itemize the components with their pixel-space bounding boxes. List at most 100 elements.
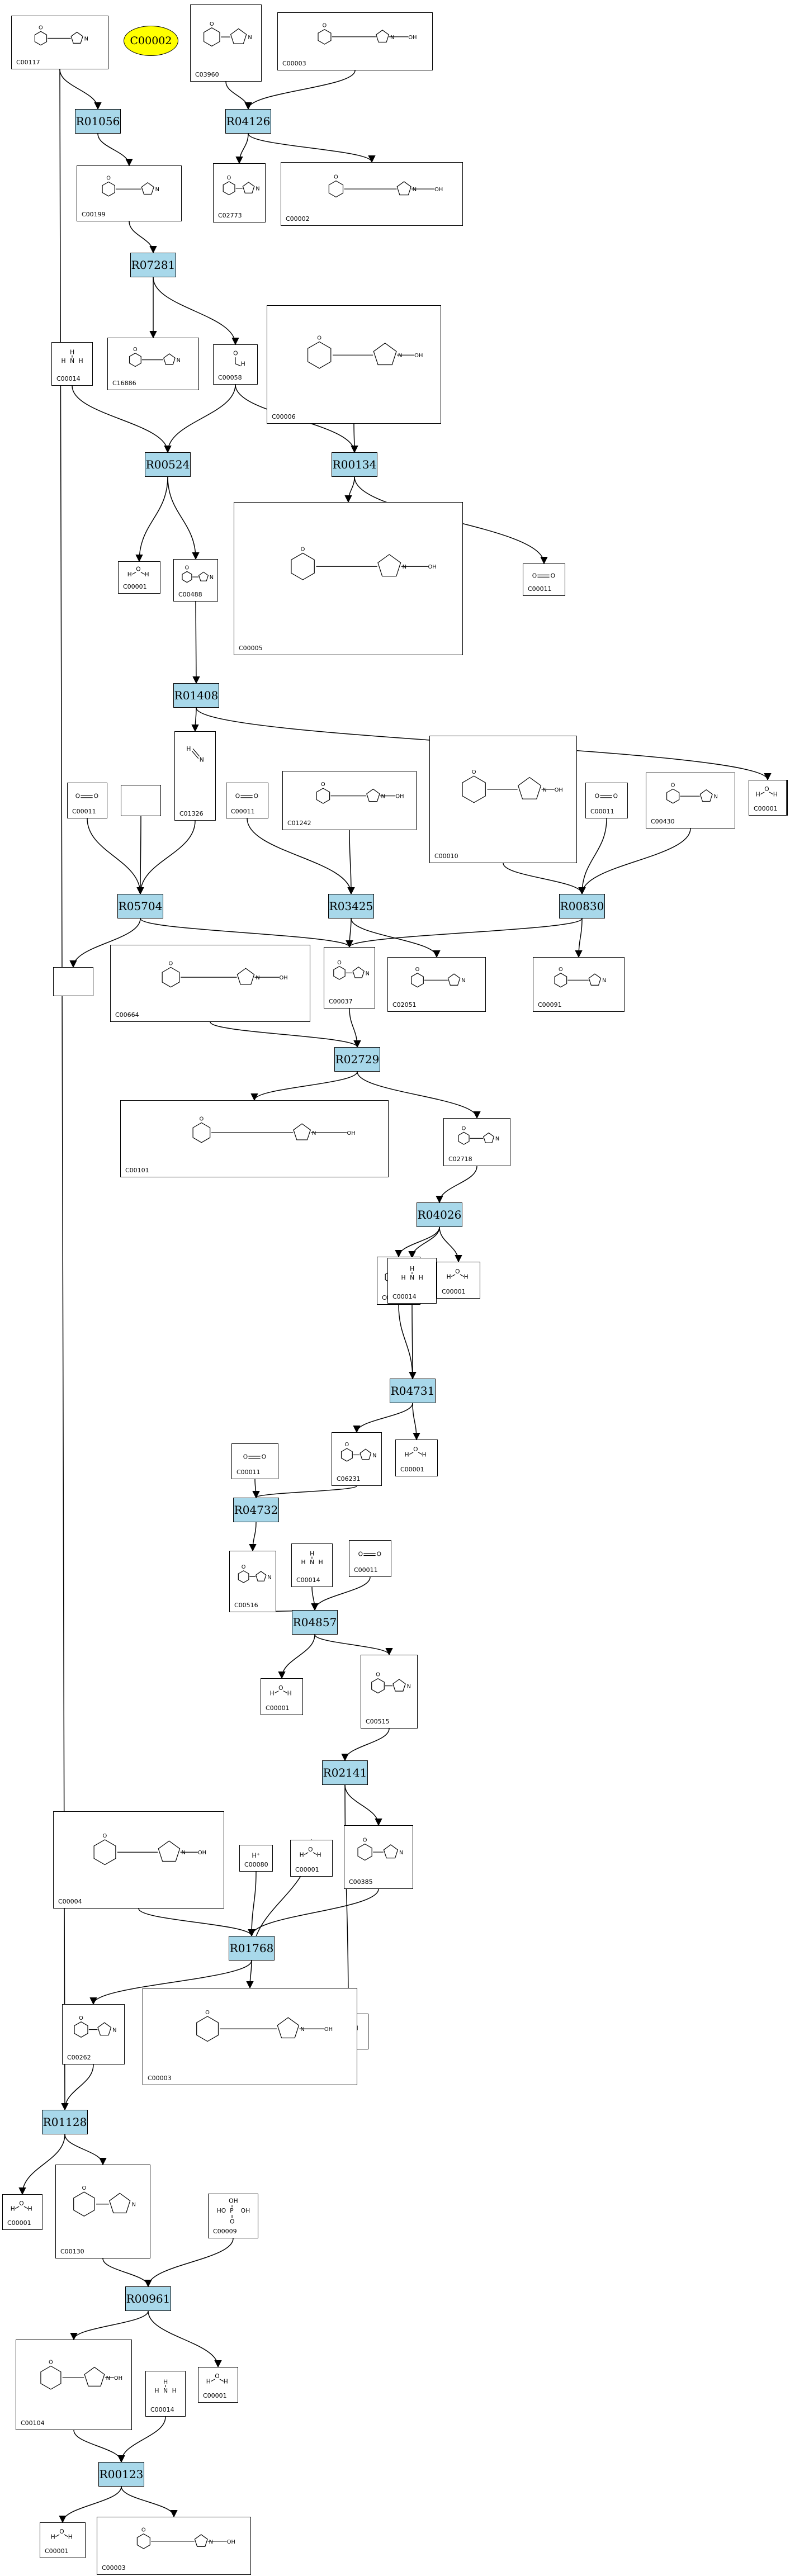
reaction-edge — [70, 2310, 149, 2341]
reaction-edge — [398, 1304, 417, 1380]
compound-node[interactable] — [53, 967, 93, 996]
reaction-node[interactable]: R03425 — [328, 894, 374, 918]
reaction-node[interactable]: R00123 — [98, 2462, 144, 2487]
svg-text:OH: OH — [434, 187, 443, 193]
reaction-node[interactable]: R04857 — [292, 1610, 338, 1635]
reaction-edge — [344, 1784, 382, 1826]
svg-text:O: O — [254, 793, 258, 800]
reaction-node[interactable]: R04731 — [390, 1379, 436, 1403]
highlight-node[interactable]: C00002 — [124, 26, 178, 56]
reaction-node[interactable]: R04126 — [225, 109, 271, 134]
reaction-node[interactable]: R02729 — [334, 1047, 380, 1072]
reaction-node[interactable]: R01128 — [42, 2110, 88, 2134]
compound-node[interactable] — [121, 785, 161, 816]
svg-text:N: N — [403, 564, 406, 570]
reaction-edge — [102, 2258, 152, 2288]
reaction-node[interactable]: R05704 — [117, 894, 163, 918]
reaction-node[interactable]: R01768 — [229, 1936, 275, 1961]
reaction-node[interactable]: R04732 — [233, 1498, 279, 1522]
reaction-node[interactable]: R02141 — [322, 1760, 368, 1785]
reaction-edge — [311, 1587, 319, 1611]
svg-text:O: O — [323, 23, 327, 29]
compound-id-label: C00014 — [56, 375, 81, 382]
svg-text:H: H — [773, 791, 778, 798]
reaction-node[interactable]: R00134 — [332, 452, 377, 477]
reaction-node[interactable]: R04026 — [417, 1202, 462, 1227]
svg-text:H: H — [145, 571, 149, 578]
compound-id-label: C00010 — [434, 853, 458, 860]
compound-id-label: C00011 — [72, 808, 96, 815]
compound-id-label: C00011 — [231, 808, 255, 815]
svg-text:N: N — [407, 1684, 411, 1690]
svg-text:N: N — [177, 358, 181, 364]
reaction-node[interactable]: R07281 — [130, 253, 176, 277]
svg-text:N: N — [84, 36, 88, 42]
svg-text:OH: OH — [428, 564, 436, 570]
reaction-node[interactable]: R01408 — [173, 683, 219, 708]
reaction-edge — [248, 1871, 257, 1937]
compound-id-label: C00058 — [218, 374, 242, 381]
compound-node[interactable]: H⁺C00080 — [239, 1845, 273, 1872]
reaction-edge — [167, 476, 200, 560]
reaction-node[interactable]: R00830 — [559, 894, 605, 918]
reaction-edge — [578, 818, 607, 895]
reaction-node[interactable]: R00961 — [125, 2286, 171, 2311]
reaction-node[interactable]: R01056 — [75, 109, 121, 134]
reaction-node[interactable]: R00524 — [145, 452, 191, 477]
